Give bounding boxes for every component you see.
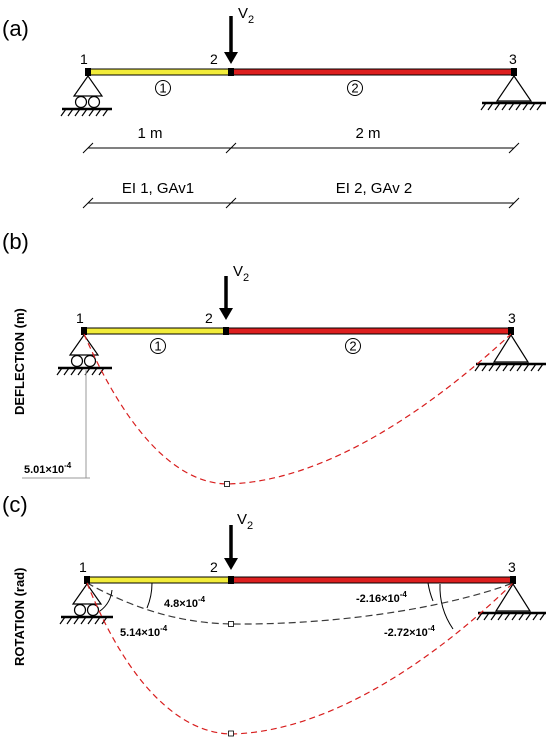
node-3-label-b: 3 (508, 310, 516, 326)
element-1-number: 1 (155, 80, 171, 96)
properties-element-1: EI 1, GAv1 (122, 180, 194, 197)
element-1-beam-b (83, 327, 227, 335)
node-2-label: 2 (210, 51, 218, 67)
element-1-beam (87, 68, 232, 76)
length-element-2: 2 m (355, 125, 380, 142)
panel-c-label: (c) (2, 492, 28, 517)
rotation-axis-title: ROTATION (rad) (12, 568, 27, 666)
rotation-value-2: 5.14×10-4 (120, 624, 168, 639)
node-2-label-c: 2 (210, 559, 218, 575)
element-1-beam-c (86, 576, 232, 584)
angle-arc-2 (99, 589, 113, 612)
panel-b-label: (b) (2, 229, 29, 254)
node-2-marker-b (223, 327, 229, 335)
pin-support (480, 74, 546, 111)
roller-support-b (56, 333, 112, 376)
angle-arc-1 (146, 582, 153, 609)
node-1-label: 1 (80, 51, 88, 67)
rotation-deflection-marker (228, 730, 234, 737)
node-3-marker-c (510, 576, 516, 584)
rotation-curve (86, 582, 514, 625)
length-dimension-line (82, 142, 520, 154)
svg-text:1: 1 (154, 339, 161, 354)
node-3-label-c: 3 (508, 559, 516, 575)
node-3-label: 3 (509, 51, 517, 67)
load-v2-label: V2 (238, 5, 254, 26)
element-2-number: 2 (347, 80, 363, 96)
element-2-number-b: 2 (345, 338, 361, 354)
svg-text:2: 2 (351, 81, 358, 96)
node-1-label-b: 1 (76, 310, 84, 326)
node-1-marker-c (84, 576, 90, 584)
angle-arc-3 (427, 582, 434, 602)
rotation-deflection-curve (86, 582, 514, 735)
node-1-marker-b (81, 327, 87, 335)
panel-a: (a) V2 1 2 3 1 2 (2, 5, 546, 209)
pin-support-c (476, 582, 546, 621)
node-2-marker-c (228, 576, 234, 584)
property-dimension-line (82, 197, 520, 209)
deflection-axis-title: DEFLECTION (m) (12, 308, 27, 415)
load-v2-label-b: V2 (233, 263, 249, 284)
roller-support (60, 74, 112, 117)
rotation-value-3: -2.16×10-4 (356, 590, 407, 605)
node-1-marker (85, 68, 91, 76)
node-3-marker (511, 68, 517, 76)
element-2-beam (230, 68, 516, 76)
element-2-beam-b (225, 327, 512, 335)
properties-element-2: EI 2, GAv 2 (336, 180, 412, 197)
svg-text:1: 1 (159, 81, 166, 96)
length-element-1: 1 m (137, 125, 162, 142)
load-v2-label-c: V2 (237, 511, 253, 532)
node-2-marker (228, 68, 234, 76)
load-v2-arrow-b (219, 276, 233, 320)
element-2-beam-c (230, 576, 514, 584)
element-1-number-b: 1 (150, 338, 166, 354)
node-1-label-c: 1 (79, 559, 87, 575)
angle-arc-4 (439, 583, 454, 630)
panel-b: (b) DEFLECTION (m) V2 1 2 3 1 2 (2, 229, 546, 487)
max-deflection-value: 5.01×10-4 (24, 461, 72, 476)
rotation-value-4: -2.72×10-4 (384, 624, 435, 639)
max-deflection-marker (224, 481, 230, 487)
rotation-curve-marker (228, 621, 234, 627)
panel-c: (c) ROTATION (rad) V2 1 2 3 (2, 492, 546, 737)
node-2-label-b: 2 (205, 310, 213, 326)
pin-support-b (474, 333, 546, 372)
rotation-value-1: 4.8×10-4 (164, 595, 206, 610)
load-v2-arrow-c (224, 525, 238, 570)
roller-support-c (59, 582, 113, 625)
deflection-curve (83, 333, 512, 485)
node-3-marker-b (508, 327, 514, 335)
panel-a-label: (a) (2, 16, 29, 41)
svg-text:2: 2 (349, 339, 356, 354)
load-v2-arrow (224, 16, 238, 64)
